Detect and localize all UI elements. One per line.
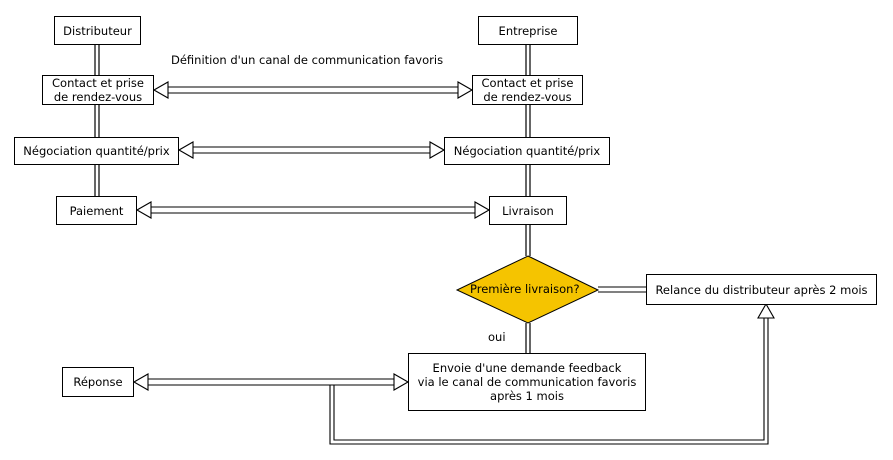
node-paiement: Paiement <box>56 196 137 225</box>
node-relance: Relance du distributeur après 2 mois <box>646 274 877 305</box>
node-distributeur: Distributeur <box>54 16 141 45</box>
node-contact-right: Contact et prise de rendez-vous <box>472 75 583 105</box>
label-oui: oui <box>488 330 506 344</box>
arrow-decision-relance <box>598 286 646 293</box>
node-contact-left: Contact et prise de rendez-vous <box>42 75 154 105</box>
node-feedback: Envoie d'une demande feedback via le can… <box>408 353 646 411</box>
arrow-nego <box>177 141 446 159</box>
label-canal: Définition d'un canal de communication f… <box>171 53 444 67</box>
node-livraison: Livraison <box>489 196 567 225</box>
arrow-reponse-feedback <box>132 373 410 391</box>
node-nego-right: Négociation quantité/prix <box>444 137 610 165</box>
node-reponse: Réponse <box>62 367 134 397</box>
arrow-contact <box>152 81 474 99</box>
decision-diamond <box>455 255 600 324</box>
node-nego-left: Négociation quantité/prix <box>14 137 179 165</box>
node-entreprise: Entreprise <box>478 16 578 45</box>
arrow-paiement <box>135 201 491 219</box>
decision-label: Première livraison? <box>470 282 580 296</box>
arrow-return-relance <box>329 302 775 445</box>
lane-connectors <box>94 45 531 353</box>
